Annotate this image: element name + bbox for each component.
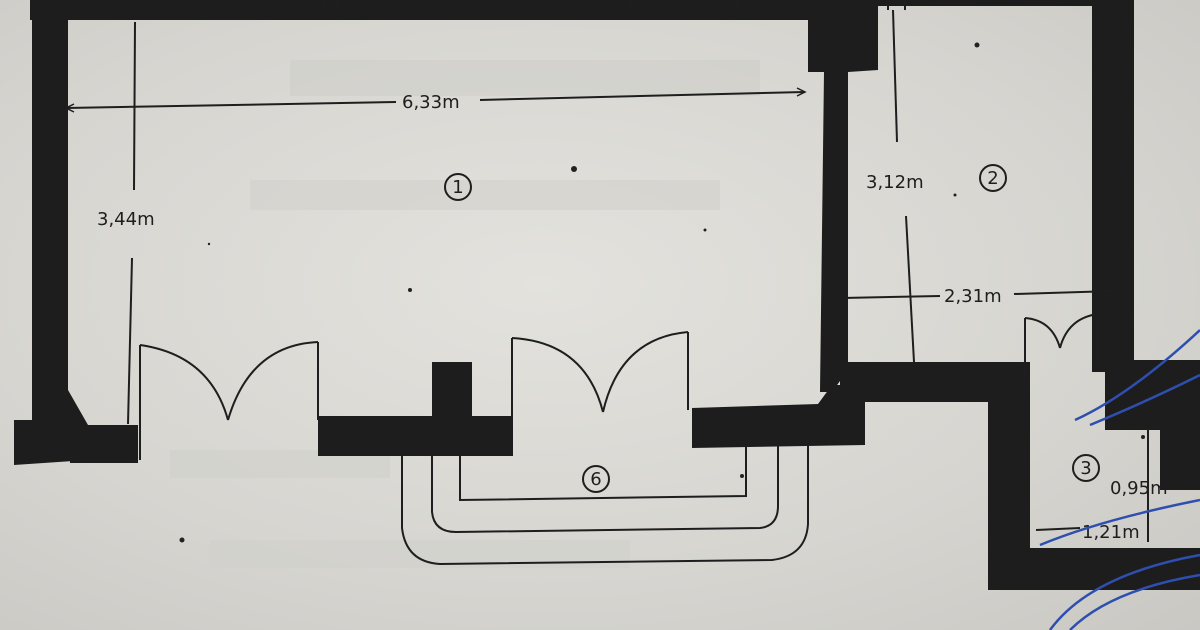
top-partitions [324,0,906,10]
room-label-1: 1 [452,177,463,198]
room-number-6: 6 [582,465,610,493]
dim-label-room1-width: 6,33m [402,92,460,113]
wall-top-room2 [878,0,1098,6]
wall-pillar [432,362,472,422]
dim-label-room2-width: 2,31m [944,286,1002,307]
wall-bottom-right [692,385,865,448]
wall-bottom-left [70,425,138,463]
room-label-6: 6 [590,469,601,490]
dim-room2-height: 3,12m [866,9,924,363]
room-label-3: 3 [1080,458,1091,479]
dim-room2-width: 2,31m [841,286,1115,307]
room-number-3: 3 [1072,454,1100,482]
dim-room3-width: 1,21m [1035,522,1140,543]
dim-room1-height: 3,44m [97,21,155,425]
wall-right-room3-lower [1160,430,1200,490]
dim-label-room3-width: 1,21m [1082,522,1140,543]
dim-label-room2-height: 3,12m [866,172,924,193]
wall-bottom-middle [318,416,513,456]
show-through-texture [170,60,760,568]
blue-pen-marks [1039,329,1200,630]
paper-specks [179,42,1145,543]
wall-left [14,0,88,465]
steps [401,445,809,566]
door-room3 [1024,313,1099,375]
dim-room1-width: 6,33m [64,87,807,113]
wall-top-room1 [30,0,850,20]
dim-room3-height: 0,95m [1110,430,1168,542]
dim-label-room1-height: 3,44m [97,209,155,230]
wall-partition-1-2 [808,0,878,392]
door-left [139,341,319,460]
wall-bottom-room3 [988,548,1200,590]
walls [14,0,1200,590]
wall-right-room2 [1092,0,1134,372]
door-middle [511,331,689,420]
room-number-1: 1 [444,173,472,201]
dim-label-room3-height: 0,95m [1110,478,1168,499]
room-number-2: 2 [979,164,1007,192]
room-label-2: 2 [987,168,998,189]
